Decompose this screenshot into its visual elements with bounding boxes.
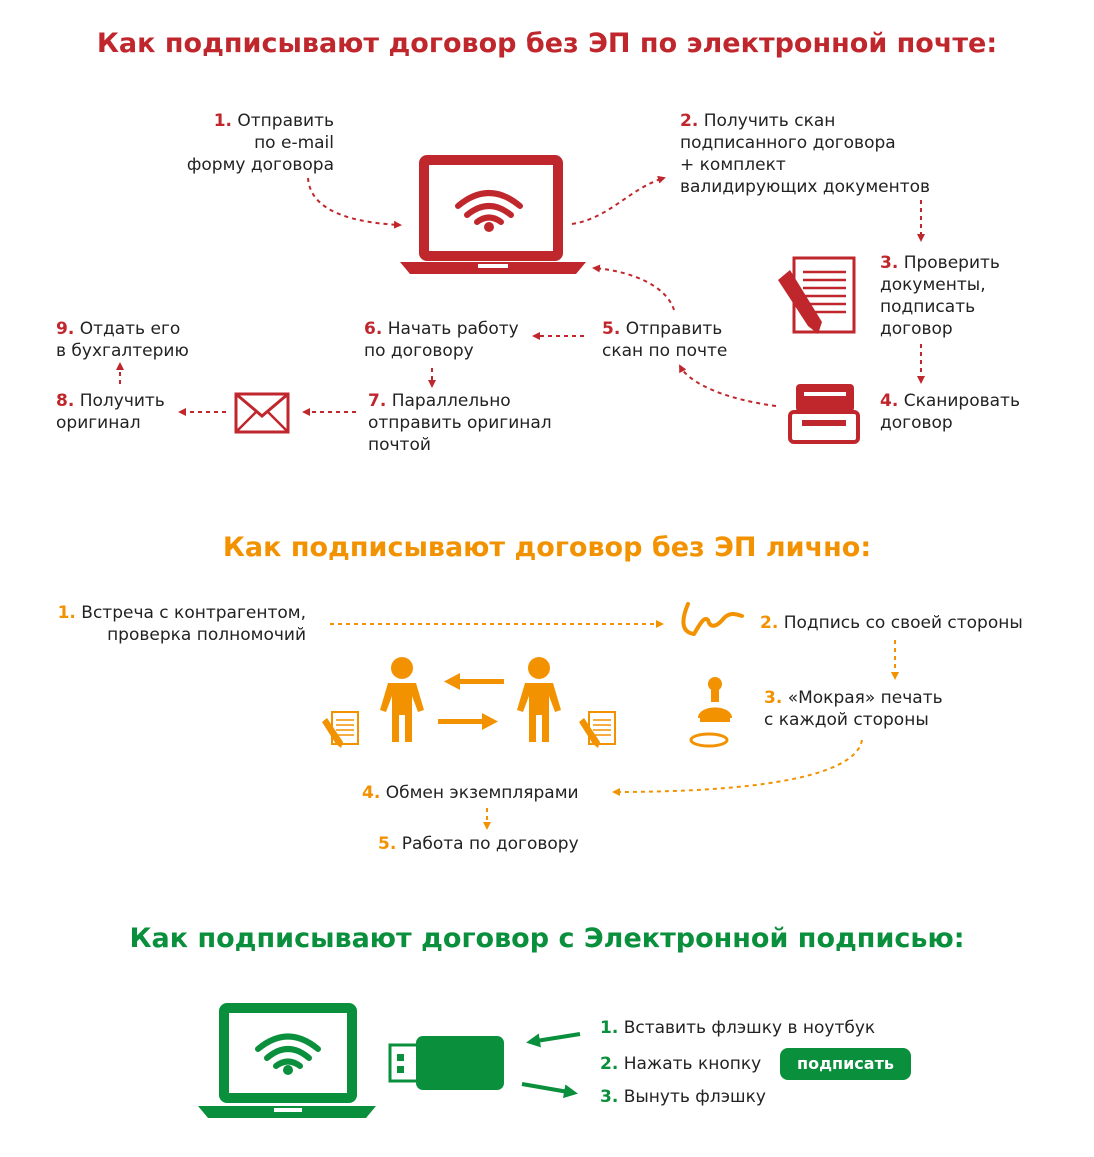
personal-step-1: 1. Встреча с контрагентом, проверка полн… xyxy=(57,603,306,645)
scanner-icon xyxy=(788,384,860,444)
arrow-icon xyxy=(571,175,666,225)
ep-step-1: 1. Вставить флэшку в ноутбук xyxy=(600,1018,876,1038)
email-step-3: 3. Проверить документы, подписать догово… xyxy=(880,253,1000,339)
exchange-arrows xyxy=(438,673,504,730)
email-step-1: 1. Отправить по e-mail форму договора xyxy=(186,111,334,175)
ep-step-3: 3. Вынуть флэшку xyxy=(600,1087,766,1107)
ep-flow-arrows xyxy=(521,1032,581,1099)
personal-step-3: 3. «Мокрая» печать с каждой стороны xyxy=(764,688,943,730)
document-pen-icon xyxy=(322,711,359,748)
document-pen-icon xyxy=(778,256,856,334)
laptop-wifi-icon xyxy=(198,1003,376,1118)
envelope-icon xyxy=(234,392,290,434)
signature-icon xyxy=(681,602,744,637)
laptop-wifi-icon xyxy=(400,155,586,274)
arrow-icon xyxy=(526,1032,581,1048)
arrow-icon xyxy=(679,364,777,407)
ep-step-2: 2. Нажать кнопку xyxy=(600,1054,762,1074)
section-email-title: Как подписывают договор без ЭП по электр… xyxy=(96,28,998,59)
person-icon xyxy=(380,657,424,742)
email-step-8: 8. Получить оригинал xyxy=(56,391,165,433)
arrow-icon xyxy=(521,1082,578,1099)
section-personal-title: Как подписывают договор без ЭП лично: xyxy=(222,532,872,563)
arrow-icon xyxy=(592,264,675,311)
email-step-2: 2. Получить скан подписанного договора +… xyxy=(680,111,931,197)
section-ep-title: Как подписывают договор с Электронной по… xyxy=(129,923,965,954)
personal-step-5: 5. Работа по договору xyxy=(378,834,579,854)
personal-flow-arrows xyxy=(330,620,899,830)
personal-step-2: 2. Подпись со своей стороны xyxy=(760,613,1023,633)
document-pen-icon xyxy=(579,711,616,748)
email-step-4: 4. Сканировать договор xyxy=(880,391,1020,433)
email-step-7: 7. Параллельно отправить оригинал почтой xyxy=(368,391,552,455)
arrow-icon xyxy=(307,177,402,229)
personal-step-4: 4. Обмен экземплярами xyxy=(362,783,579,803)
email-step-6: 6. Начать работу по договору xyxy=(364,319,519,361)
sign-button[interactable]: подписать xyxy=(780,1048,911,1080)
usb-flash-icon xyxy=(388,1036,504,1090)
email-step-5: 5. Отправить скан по почте xyxy=(602,319,728,361)
stamp-icon xyxy=(689,677,732,748)
arrow-icon xyxy=(612,739,863,796)
email-flow-arrows xyxy=(116,175,925,416)
person-icon xyxy=(517,657,561,742)
email-step-9: 9. Отдать его в бухгалтерию xyxy=(56,319,189,361)
